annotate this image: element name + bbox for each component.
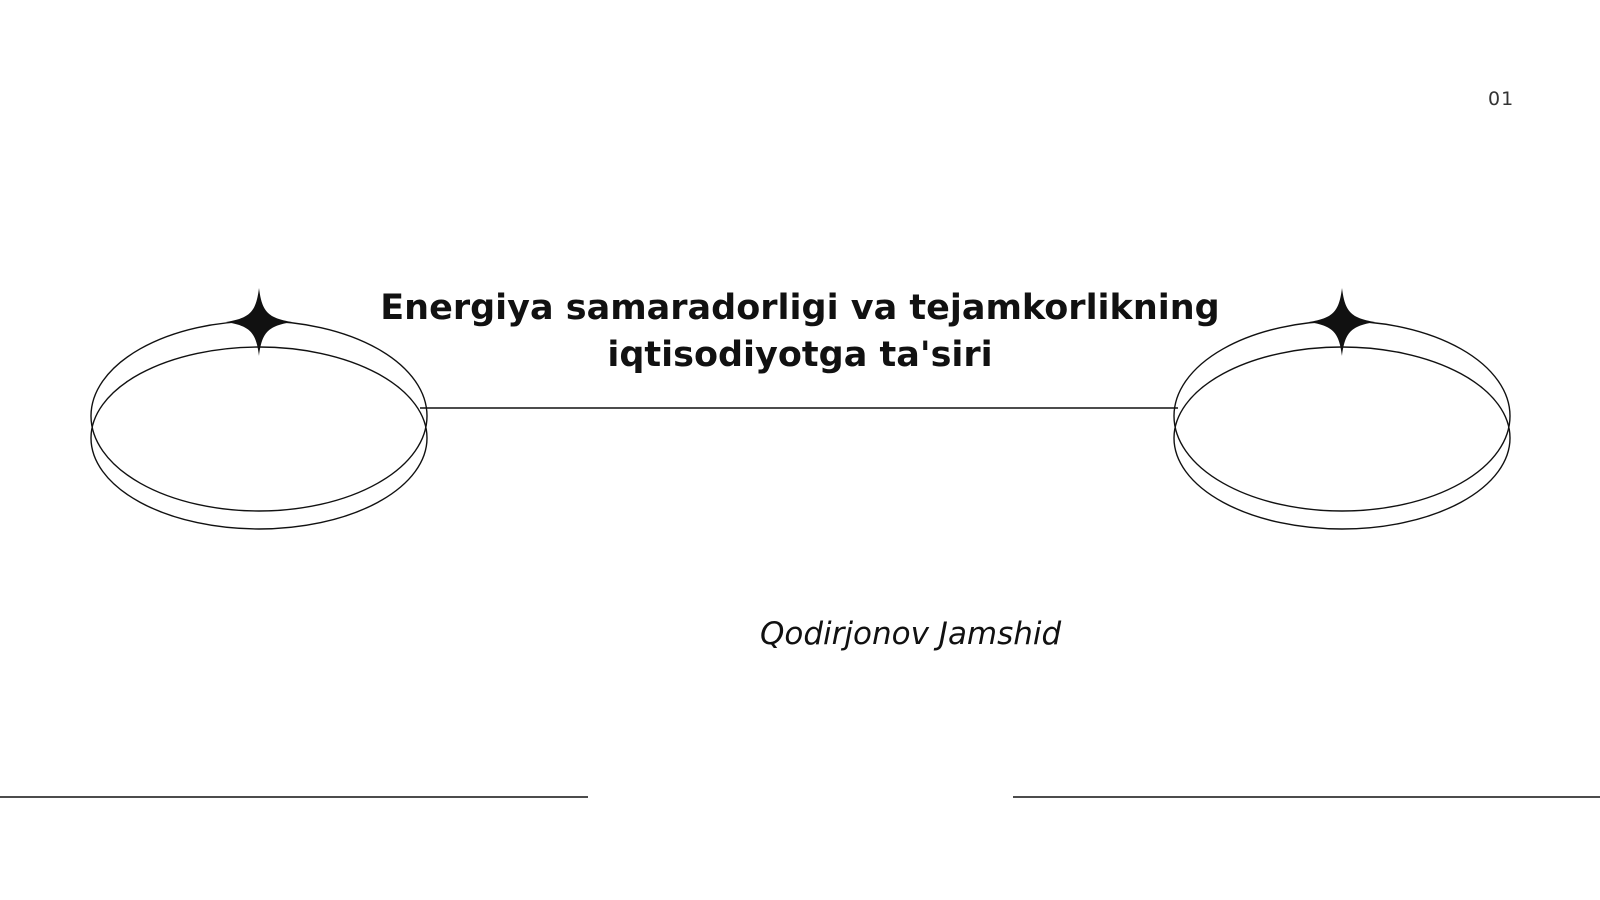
slide-number: 01 xyxy=(1488,88,1515,110)
right-star-icon xyxy=(1309,288,1375,356)
slide-title-line-1: Energiya samaradorligi va tejamkorliknin… xyxy=(380,288,1220,328)
slide-title: Energiya samaradorligi va tejamkorliknin… xyxy=(300,285,1300,379)
author-name: Qodirjonov Jamshid xyxy=(760,616,1062,652)
left-star-icon xyxy=(226,288,292,356)
slide-title-line-2: iqtisodiyotga ta'siri xyxy=(607,335,993,375)
